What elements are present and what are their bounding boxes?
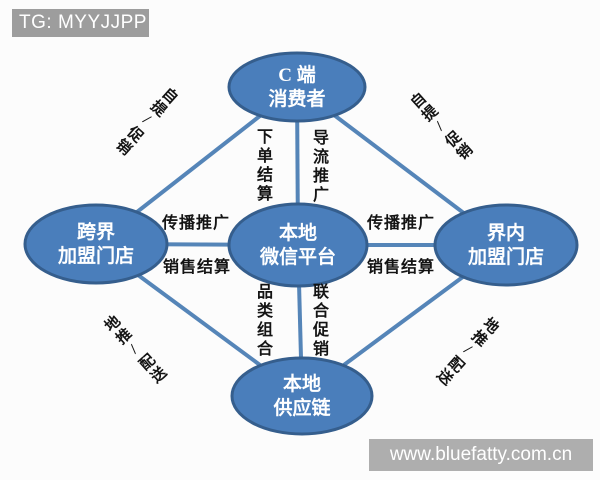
- edge-label-category-mix: 品类组合: [254, 283, 271, 359]
- node-supply-line2: 供应链: [273, 398, 331, 419]
- node-industry-line1: 界内: [486, 223, 526, 244]
- node-platform-line2: 微信平台: [259, 247, 337, 268]
- node-wechat-platform-ellipse: [227, 202, 369, 288]
- edge-label-order-settlement: 下单结算: [254, 128, 271, 204]
- edge-label-traffic-promotion: 导流推广: [310, 129, 327, 205]
- node-crossover-store-label: 跨界 加盟门店: [58, 221, 134, 269]
- edge-label-sales-settlement-left: 销售结算: [162, 259, 232, 276]
- node-consumer-ellipse: [227, 51, 367, 123]
- node-platform-line1: 本地: [278, 223, 318, 244]
- tg-watermark-badge: TG: MYYJJPP: [12, 9, 149, 37]
- node-supply-chain-ellipse: [230, 356, 374, 436]
- node-crossover-line1: 跨界: [76, 222, 116, 243]
- node-consumer-label: C 端 消费者: [268, 64, 325, 112]
- node-supply-line1: 本地: [282, 374, 322, 395]
- edge-label-spread-promotion-right: 传播推广: [366, 215, 436, 232]
- node-crossover-line2: 加盟门店: [57, 246, 135, 267]
- edge-label-sales-settlement-right: 销售结算: [366, 259, 436, 276]
- node-wechat-platform-label: 本地 微信平台: [260, 222, 336, 270]
- node-consumer-line2: 消费者: [268, 89, 326, 110]
- node-supply-chain-label: 本地 供应链: [273, 373, 330, 421]
- edge-label-joint-promotion: 联合促销: [310, 283, 327, 359]
- edge-label-spread-promotion-left: 传播推广: [161, 215, 231, 232]
- node-industry-store-label: 界内 加盟门店: [468, 222, 544, 270]
- node-industry-line2: 加盟门店: [467, 247, 545, 268]
- node-crossover-store-ellipse: [23, 203, 169, 285]
- node-consumer-line1: C 端: [278, 65, 316, 86]
- node-industry-store-ellipse: [433, 203, 579, 287]
- website-watermark: www.bluefatty.com.cn: [369, 439, 593, 471]
